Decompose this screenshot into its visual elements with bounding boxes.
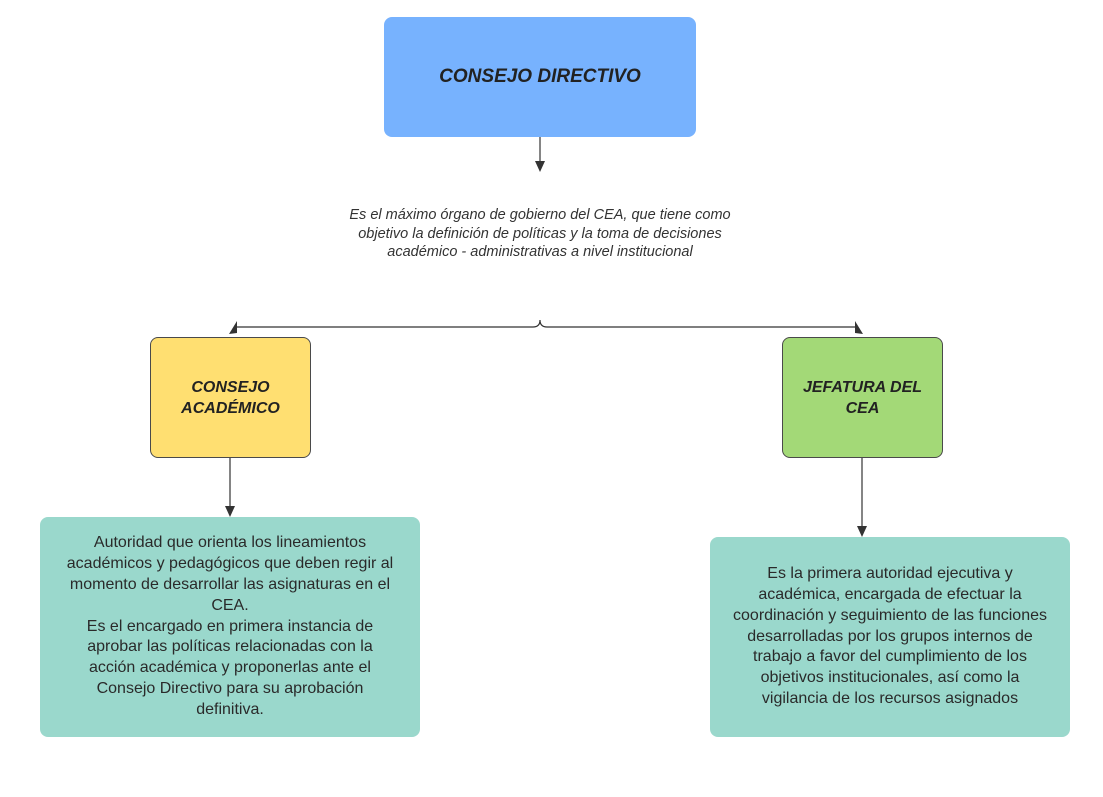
consejo-academico-node: CONSEJO ACADÉMICO <box>150 337 311 458</box>
right-desc-arrowhead <box>857 526 867 537</box>
left-desc-arrowhead <box>225 506 235 517</box>
consejo-directivo-node: CONSEJO DIRECTIVO <box>384 17 696 137</box>
root-arrowhead <box>535 161 545 172</box>
jefatura-cea-node: JEFATURA DEL CEA <box>782 337 943 458</box>
consejo-academico-title: CONSEJO ACADÉMICO <box>181 378 280 417</box>
consejo-academico-description-box: Autoridad que orienta los lineamientos a… <box>40 517 420 737</box>
consejo-academico-description-line-2: Es el encargado en primera instancia de … <box>86 617 374 718</box>
jefatura-cea-title: JEFATURA DEL CEA <box>802 378 923 417</box>
consejo-directivo-description: Es el máximo órgano de gobierno del CEA,… <box>349 207 731 260</box>
left-branch-arrowhead <box>229 321 237 334</box>
right-branch-arrowhead <box>855 321 863 334</box>
jefatura-cea-description: Es la primera autoridad ejecutiva y acad… <box>733 565 1047 707</box>
branch-brace-connector <box>237 319 855 328</box>
consejo-academico-description: Autoridad que orienta los lineamientos a… <box>62 533 398 720</box>
jefatura-cea-description-box: Es la primera autoridad ejecutiva y acad… <box>710 537 1070 737</box>
consejo-academico-description-line-1: Autoridad que orienta los lineamientos a… <box>66 534 394 614</box>
consejo-directivo-title: CONSEJO DIRECTIVO <box>439 66 641 87</box>
